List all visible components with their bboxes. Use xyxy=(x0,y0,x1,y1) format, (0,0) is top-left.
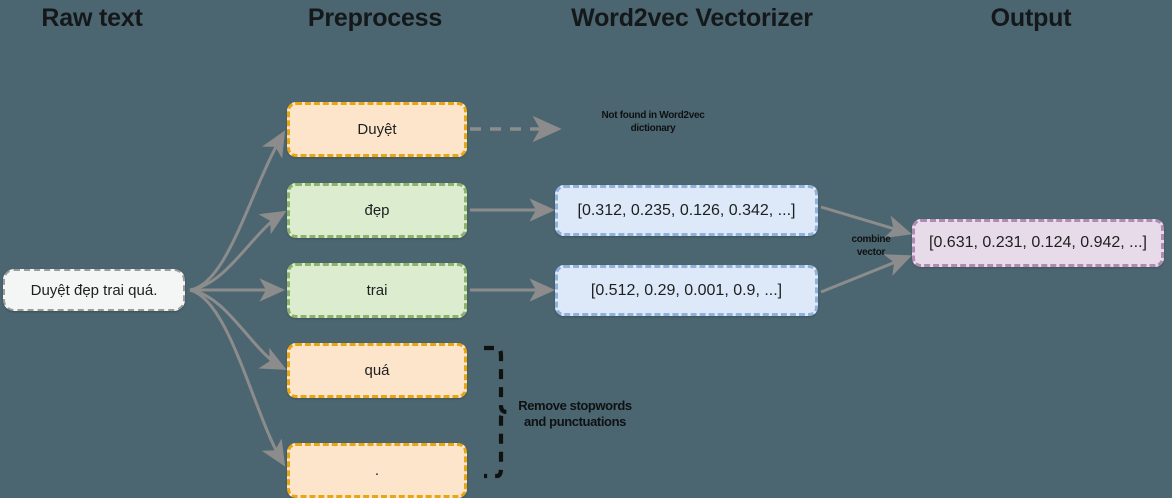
fanout-arrows xyxy=(189,130,287,467)
arrow-raw-to-dep xyxy=(189,210,287,292)
arrow-raw-to-dot xyxy=(189,288,286,467)
not-found-note: Not found in Word2vec dictionary xyxy=(601,110,705,134)
column-title-raw-text: Raw text xyxy=(41,4,143,32)
stopword-brace xyxy=(484,345,508,479)
token-box-punctuation: . xyxy=(287,443,467,498)
raw-text-box: Duyệt đẹp trai quá. xyxy=(3,269,185,311)
brace-path xyxy=(484,345,508,479)
arrow-vector1-to-output xyxy=(820,205,913,239)
column-title-output: Output xyxy=(990,4,1072,32)
token-box-dep: đẹp xyxy=(287,183,467,238)
column-title-word2vec-vectorizer: Word2vec Vectorizer xyxy=(571,4,813,32)
output-vector-box: [0.631, 0.231, 0.124, 0.942, ...] xyxy=(912,219,1164,267)
token-box-trai: trai xyxy=(287,263,467,318)
token-box-duyet: Duyệt xyxy=(287,102,467,157)
arrow-raw-to-duyet xyxy=(189,130,286,292)
remove-stopwords-note: Remove stopwords and punctuations xyxy=(518,398,632,430)
combine-vector-note: combine vector xyxy=(851,234,891,258)
vector-box-trai: [0.512, 0.29, 0.001, 0.9, ...] xyxy=(555,265,818,316)
vector-box-dep: [0.312, 0.235, 0.126, 0.342, ...] xyxy=(555,185,818,236)
diagram-canvas: Raw text Preprocess Word2vec Vectorizer … xyxy=(3,4,1164,498)
arrow-vector2-to-output xyxy=(820,254,912,294)
arrow-raw-to-qua xyxy=(189,288,287,370)
token-to-vector-arrows xyxy=(470,198,556,302)
column-title-preprocess: Preprocess xyxy=(307,4,443,32)
token-box-qua: quá xyxy=(287,343,467,398)
